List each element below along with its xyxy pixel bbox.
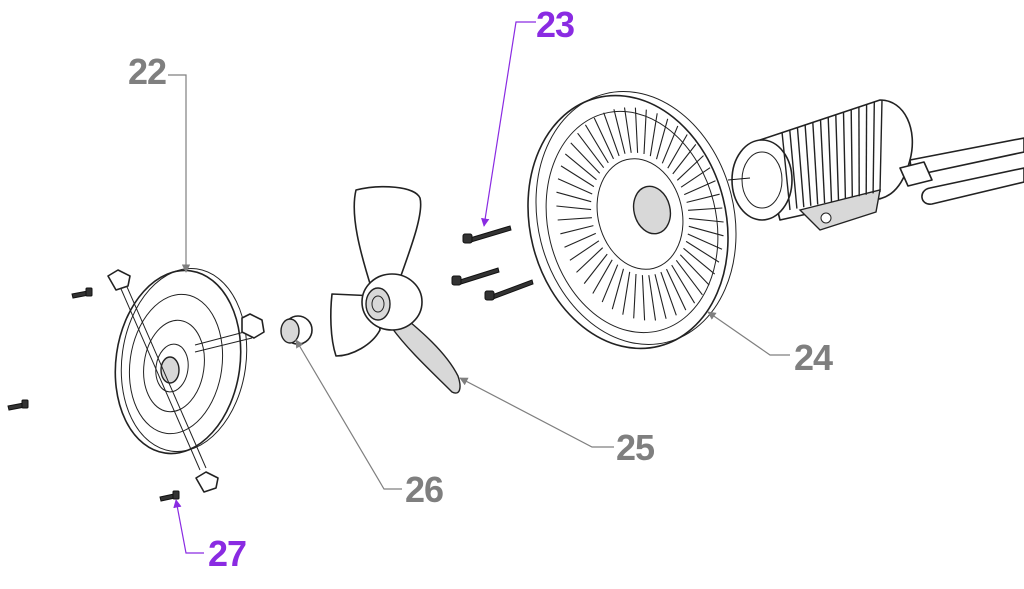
rear-guard-housing (527, 91, 737, 350)
housing-rib (660, 271, 677, 316)
leader-26 (295, 339, 402, 490)
motor-fin (804, 124, 812, 206)
housing-rib (556, 191, 592, 203)
motor (727, 99, 1024, 231)
motor-fin (796, 127, 805, 208)
housing-rib (687, 233, 723, 250)
housing-rib (643, 109, 647, 155)
motor-fin (842, 112, 847, 199)
housing-rib (633, 273, 637, 319)
leader-lines (168, 21, 790, 554)
housing-rib (685, 240, 720, 263)
motor-fin (827, 117, 833, 202)
housing-rib (675, 259, 703, 296)
fan-blade (330, 185, 461, 394)
housing-rib (641, 275, 646, 321)
housing-ribs (556, 107, 724, 321)
motor-fin (781, 131, 791, 211)
motor-fin (812, 122, 819, 205)
motor-fin (789, 129, 798, 209)
housing-rib (556, 205, 592, 211)
housing-rib (603, 112, 620, 157)
motor-fin (879, 99, 883, 193)
housing-rib (654, 274, 667, 319)
housing-rib (557, 178, 593, 195)
screw-27 (159, 490, 180, 502)
housing-rib (688, 217, 724, 223)
housing-rib (611, 268, 625, 310)
motor-fin (819, 119, 826, 204)
housing-rib (666, 268, 687, 311)
callout-26: 26 (405, 469, 443, 510)
screw-left-bottom (7, 399, 29, 411)
leader-24 (707, 311, 790, 356)
callout-23: 23 (536, 4, 574, 45)
leader-27 (173, 499, 204, 554)
leader-23 (481, 21, 536, 227)
housing-rib (655, 118, 669, 160)
screw-23-c (484, 279, 534, 301)
housing-rib (688, 207, 723, 211)
housing-rib (576, 247, 604, 273)
housing-rib (634, 107, 639, 153)
housing-rib (672, 144, 697, 175)
leader-22 (168, 74, 191, 273)
housing-rib (683, 180, 716, 196)
housing-rib (592, 259, 613, 294)
housing-rib (560, 225, 594, 235)
motor-fin (835, 114, 840, 201)
housing-rib (676, 155, 704, 181)
housing-rib (569, 240, 600, 261)
housing-rib (564, 232, 597, 248)
housing-rib (583, 253, 608, 284)
housing-rib (686, 193, 720, 203)
housing-rib (613, 109, 626, 154)
housing-rib (560, 165, 595, 188)
leader-25 (459, 377, 614, 448)
housing-rib (688, 225, 724, 237)
motor-fin (850, 109, 853, 198)
housing-rib (649, 113, 658, 157)
housing-rib (622, 271, 631, 315)
motor-fin (872, 102, 875, 194)
housing-rib (683, 247, 716, 275)
screw-23-b (451, 267, 500, 286)
housing-rib (557, 217, 592, 221)
callout-25: 25 (616, 427, 655, 468)
housing-rib (577, 132, 605, 169)
housing-rib (564, 153, 597, 181)
housing-rib (601, 264, 619, 303)
housing-rib (671, 264, 696, 304)
front-guard (107, 267, 265, 493)
callouts: 22 23 24 25 26 27 (128, 4, 834, 574)
housing-rib (584, 124, 609, 164)
housing-rib (661, 125, 679, 164)
housing-rib (679, 254, 710, 286)
housing-rib (648, 275, 657, 321)
screw-left-top (71, 287, 93, 299)
housing-rib (680, 167, 711, 188)
housing-rib (570, 142, 601, 174)
callout-27: 27 (208, 533, 246, 574)
motor-fins (781, 99, 883, 211)
callout-24: 24 (794, 337, 833, 378)
housing-rib (593, 117, 614, 160)
housing-rib (623, 107, 632, 153)
screws-23 (451, 225, 534, 301)
callout-22: 22 (128, 51, 166, 92)
screw-23-a (462, 225, 512, 244)
housing-rib (667, 134, 688, 169)
